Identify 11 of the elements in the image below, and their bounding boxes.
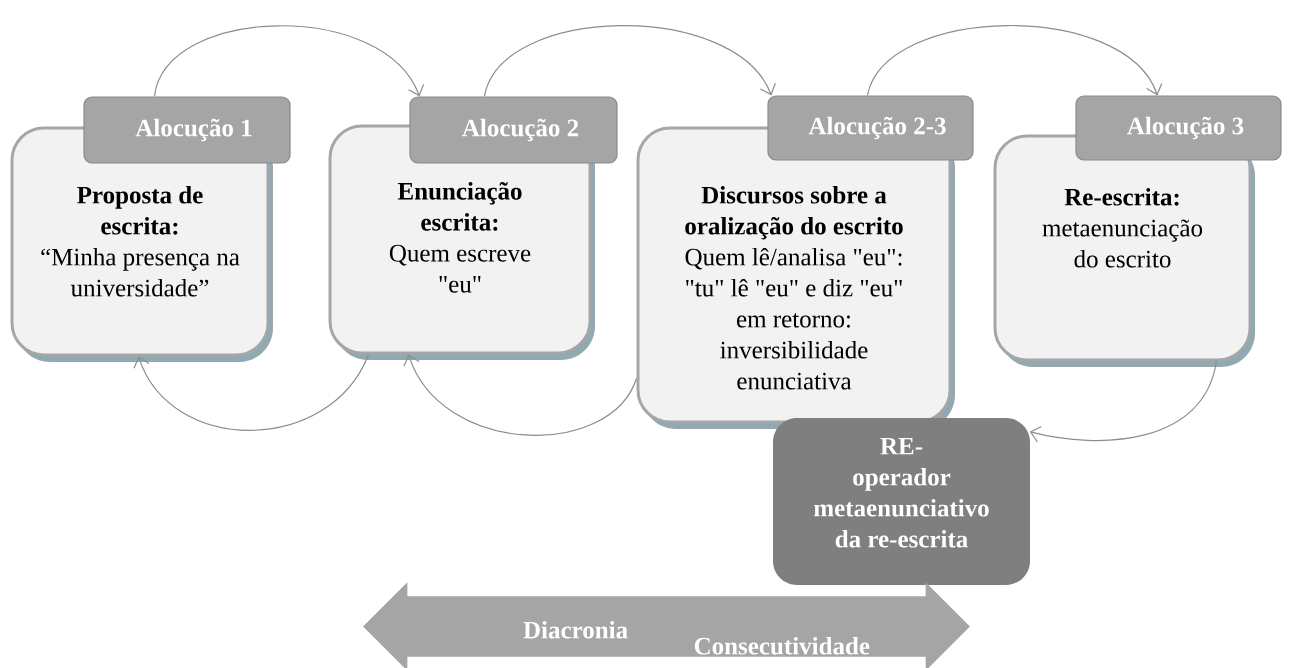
text-box: RE- operador metaenunciativo da re-escrita xyxy=(773,418,1030,585)
curved-arrow xyxy=(866,24,1163,96)
header-tab: Alocução 3 xyxy=(1075,95,1282,161)
curved-arrow xyxy=(483,25,776,97)
curved-arrow xyxy=(153,25,425,97)
curved-arrow xyxy=(133,353,370,431)
header-tab: Alocução 2 xyxy=(409,96,618,164)
curved-arrow xyxy=(1029,359,1218,443)
header-tab: Alocução 2-3 xyxy=(767,95,974,161)
curved-arrow xyxy=(403,354,638,436)
header-tab: Alocução 1 xyxy=(83,96,291,164)
